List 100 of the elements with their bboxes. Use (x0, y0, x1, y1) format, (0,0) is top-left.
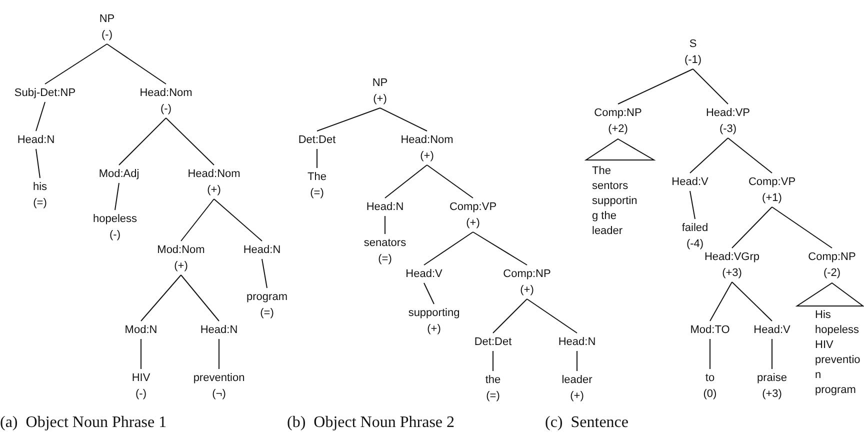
subfigure-caption: (b) Object Noun Phrase 2 (287, 414, 455, 432)
node-label: Mod:Adj (98, 167, 140, 182)
polarity-score: (+) (519, 283, 535, 298)
polarity-score: (-3) (718, 122, 738, 137)
polarity-score: (-1) (684, 53, 702, 68)
polarity-score: (+) (465, 216, 481, 231)
node-label: supporting (408, 306, 460, 321)
polarity-score: (+1) (761, 191, 783, 206)
polarity-score: (+) (173, 259, 189, 274)
tree-branch (426, 164, 474, 198)
node-label: Head:VP (706, 106, 750, 121)
node-label: to (704, 371, 716, 386)
tree-branch (526, 298, 578, 334)
node-label: Head:V (406, 267, 442, 282)
tree-branch (384, 216, 386, 234)
tree-branch (180, 198, 214, 242)
phrase-text: His hopeless HIV prevention program (815, 308, 862, 398)
subfigure-caption: (a) Object Noun Phrase 1 (0, 414, 167, 432)
tree-branch (44, 44, 108, 84)
polarity-score: (+) (569, 389, 585, 404)
tree-branch (492, 298, 528, 334)
tree-branch (728, 138, 772, 174)
node-label: Det:Det (298, 133, 336, 148)
node-label: Comp:NP (503, 267, 551, 282)
node-label: hopeless (92, 212, 138, 227)
tree-branch (690, 190, 696, 220)
tree-branch (140, 274, 182, 322)
node-label: Comp:VP (449, 200, 497, 215)
tree-branch (166, 118, 214, 166)
node-label: senators (364, 236, 406, 251)
tree-branch (218, 338, 220, 370)
polarity-score: (+3) (721, 266, 743, 281)
polarity-score: (=) (485, 389, 501, 404)
tree-branch (732, 206, 772, 248)
polarity-score: (-) (100, 28, 114, 43)
polarity-score: (-2) (822, 266, 842, 281)
phrase-text: The sentors supporting the leader (592, 164, 638, 239)
tree-branch (380, 108, 428, 132)
tree-branch (710, 282, 732, 322)
node-label: Head:N (200, 323, 238, 338)
node-label: Head:Nom (400, 133, 454, 148)
tree-branch (180, 274, 220, 322)
polarity-score: (+2) (607, 122, 629, 137)
tree-branch (424, 282, 434, 304)
tree-branch (36, 102, 46, 132)
tree-branch (262, 258, 268, 288)
tree-branch (732, 282, 772, 322)
tree-branch (384, 164, 428, 198)
node-label: Subj-Det:NP (14, 86, 76, 101)
polarity-score: (¬) (211, 387, 227, 402)
tree-branch (316, 148, 318, 168)
node-label: The (308, 170, 326, 185)
node-label: Head:Nom (140, 86, 192, 101)
polarity-score: (-) (160, 102, 172, 117)
node-label: Head:Nom (188, 167, 240, 182)
polarity-score: (+3) (761, 387, 783, 402)
node-label: Mod:N (124, 323, 158, 338)
node-label: Comp:NP (594, 106, 642, 121)
tree-branch (140, 338, 142, 370)
node-label: Head:N (243, 243, 281, 258)
tree-branch (472, 232, 528, 266)
node-label: Head:N (558, 335, 596, 350)
polarity-score: (+) (372, 92, 388, 107)
node-label: NP (372, 76, 388, 91)
tree-branch (772, 206, 832, 248)
tree-branch (118, 118, 166, 166)
subfigure-caption: (c) Sentence (545, 414, 629, 432)
polarity-score: (-) (134, 387, 148, 402)
node-label: Head:N (366, 200, 404, 215)
triangle-connector (584, 138, 656, 160)
polarity-score: (0) (703, 387, 717, 402)
node-label: Head:N (17, 133, 55, 148)
polarity-score: (=) (377, 252, 393, 267)
tree-branch (114, 182, 120, 210)
polarity-score: (+) (419, 149, 435, 164)
node-label: failed (682, 221, 708, 236)
node-label: HIV (132, 371, 150, 386)
polarity-score: (+) (426, 322, 442, 337)
node-label: S (688, 37, 698, 52)
polarity-score: (=) (309, 186, 325, 201)
tree-branch (36, 148, 40, 178)
node-label: Head:V (672, 175, 708, 190)
tree-branch (492, 350, 494, 372)
node-label: Mod:Nom (157, 243, 205, 258)
tree-branch (618, 68, 694, 104)
node-label: his (32, 180, 48, 195)
tree-branch (692, 68, 728, 104)
triangle-connector (795, 282, 864, 306)
node-label: Mod:TO (690, 323, 730, 338)
node-label: Det:Det (474, 335, 512, 350)
polarity-score: (-4) (685, 237, 705, 252)
node-label: the (485, 373, 501, 388)
polarity-score: (+) (206, 183, 222, 198)
tree-branch (576, 350, 578, 372)
node-label: NP (99, 12, 115, 27)
tree-branch (690, 138, 728, 174)
tree-branch (214, 198, 262, 242)
node-label: Comp:VP (748, 175, 796, 190)
tree-branch (106, 44, 166, 84)
node-label: praise (757, 371, 787, 386)
